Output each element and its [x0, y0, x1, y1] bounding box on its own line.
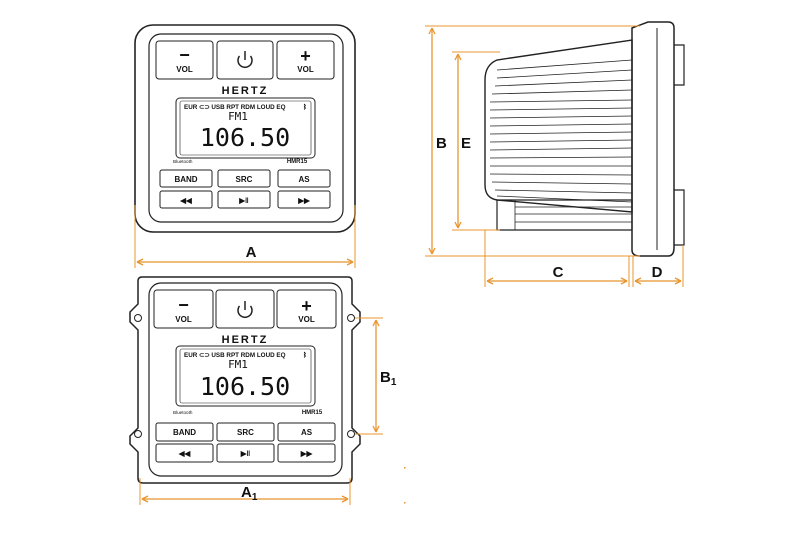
dimension-b: B	[425, 25, 640, 257]
power-icon	[237, 301, 253, 319]
mounting-plate	[129, 276, 361, 484]
front-view-top: − VOL + VOL HERTZ EUR ⊂⊃ USB RPT RDM LOU…	[134, 24, 356, 268]
dimension-e-label: E	[461, 135, 471, 152]
front-bezel-side	[631, 21, 675, 257]
as-button-2	[277, 422, 336, 442]
next-symbol: ▶▶	[297, 196, 311, 205]
mount-hole	[134, 314, 142, 322]
prev-symbol: ◀◀	[179, 196, 193, 205]
vol-plus-button	[276, 40, 335, 80]
dimension-d: D	[632, 245, 684, 287]
src-button-2	[216, 422, 275, 442]
dimension-a1-label: A1	[241, 484, 258, 503]
vol-plus-label: VOL	[297, 65, 314, 74]
band-button-2	[155, 422, 214, 442]
base-block	[496, 199, 633, 231]
power-button	[216, 40, 274, 80]
brand-logo: HERTZ	[222, 85, 269, 97]
lcd-indicators: EUR ⊂⊃ USB RPT RDM LOUD EQ	[184, 104, 286, 111]
vol-minus-symbol: −	[179, 45, 190, 65]
side-view: E B C D	[425, 21, 685, 287]
panel-outer-frame	[134, 24, 356, 233]
power-icon	[237, 51, 253, 69]
lcd-display-2	[175, 345, 316, 407]
dimension-a-label: A	[246, 244, 257, 261]
vol-minus-button	[155, 40, 214, 80]
vol-minus-symbol-2: −	[178, 295, 189, 315]
button-protrusion-top	[674, 44, 685, 86]
dimension-a: A	[134, 205, 356, 268]
front-view-bottom: − VOL + VOL HERTZ EUR ⊂⊃ USB RPT RDM LOU…	[129, 276, 406, 505]
play-pause-button-2	[216, 443, 275, 463]
lcd-frequency: 106.50	[200, 123, 290, 152]
dimension-b-label: B	[436, 135, 447, 152]
src-label: SRC	[236, 175, 253, 184]
prev-button	[159, 190, 213, 209]
play-pause-symbol-2: ▶‖	[240, 449, 251, 458]
mount-hole	[347, 314, 355, 322]
as-button	[277, 169, 331, 188]
panel-inner-frame-2	[148, 282, 343, 477]
src-button	[217, 169, 271, 188]
mount-hole	[134, 430, 142, 438]
band-button	[159, 169, 213, 188]
panel-inner-frame	[148, 33, 344, 223]
band-label: BAND	[174, 175, 197, 184]
next-symbol-2: ▶▶	[300, 449, 314, 458]
model-label: HMR15	[287, 159, 308, 165]
base-lines	[515, 206, 632, 223]
dimension-a1: A1	[139, 478, 351, 505]
dimension-b1-label: B1	[380, 369, 397, 388]
dimension-c: C	[484, 230, 630, 287]
prev-symbol-2: ◀◀	[178, 449, 192, 458]
vol-minus-label-2: VOL	[175, 315, 192, 324]
vol-minus-label: VOL	[176, 65, 193, 74]
lcd-bluetooth-icon: ᛒ	[303, 103, 307, 111]
lcd-indicators-2: EUR ⊂⊃ USB RPT RDM LOUD EQ	[184, 352, 286, 359]
dimension-d-label: D	[652, 264, 663, 281]
heatsink-fins	[489, 59, 633, 203]
lcd-inner	[179, 100, 312, 156]
lcd-inner-2	[179, 348, 312, 404]
dimension-c-label: C	[553, 264, 564, 281]
next-button	[277, 190, 331, 209]
button-protrusion-bottom	[674, 189, 685, 246]
lcd-frequency-2: 106.50	[200, 372, 290, 401]
dimension-b1: B1	[355, 317, 397, 435]
vol-minus-button-2	[153, 289, 214, 329]
as-label: AS	[298, 175, 310, 184]
bluetooth-label-2: Bluetooth	[173, 410, 193, 415]
play-pause-symbol: ▶‖	[238, 196, 249, 205]
mount-hole	[347, 430, 355, 438]
vol-plus-symbol-2: +	[301, 296, 312, 316]
play-pause-button	[217, 190, 271, 209]
lcd-bluetooth-icon: ᛒ	[303, 351, 307, 359]
lcd-band-2: FM1	[228, 358, 248, 371]
src-label-2: SRC	[237, 428, 254, 437]
lcd-display	[175, 97, 316, 159]
stray-dot	[404, 502, 406, 504]
vol-plus-symbol: +	[300, 46, 311, 66]
lcd-band: FM1	[228, 110, 248, 123]
vol-plus-label-2: VOL	[298, 315, 315, 324]
brand-logo-2: HERTZ	[222, 334, 269, 346]
stray-dot	[404, 467, 406, 469]
bluetooth-label: Bluetooth	[173, 159, 193, 164]
next-button-2	[277, 443, 336, 463]
vol-plus-button-2	[276, 289, 337, 329]
dimension-e: E	[452, 51, 500, 231]
as-label-2: AS	[301, 428, 313, 437]
power-button-2	[215, 289, 275, 329]
prev-button-2	[155, 443, 214, 463]
model-label-2: HMR15	[302, 410, 323, 416]
band-label-2: BAND	[173, 428, 196, 437]
